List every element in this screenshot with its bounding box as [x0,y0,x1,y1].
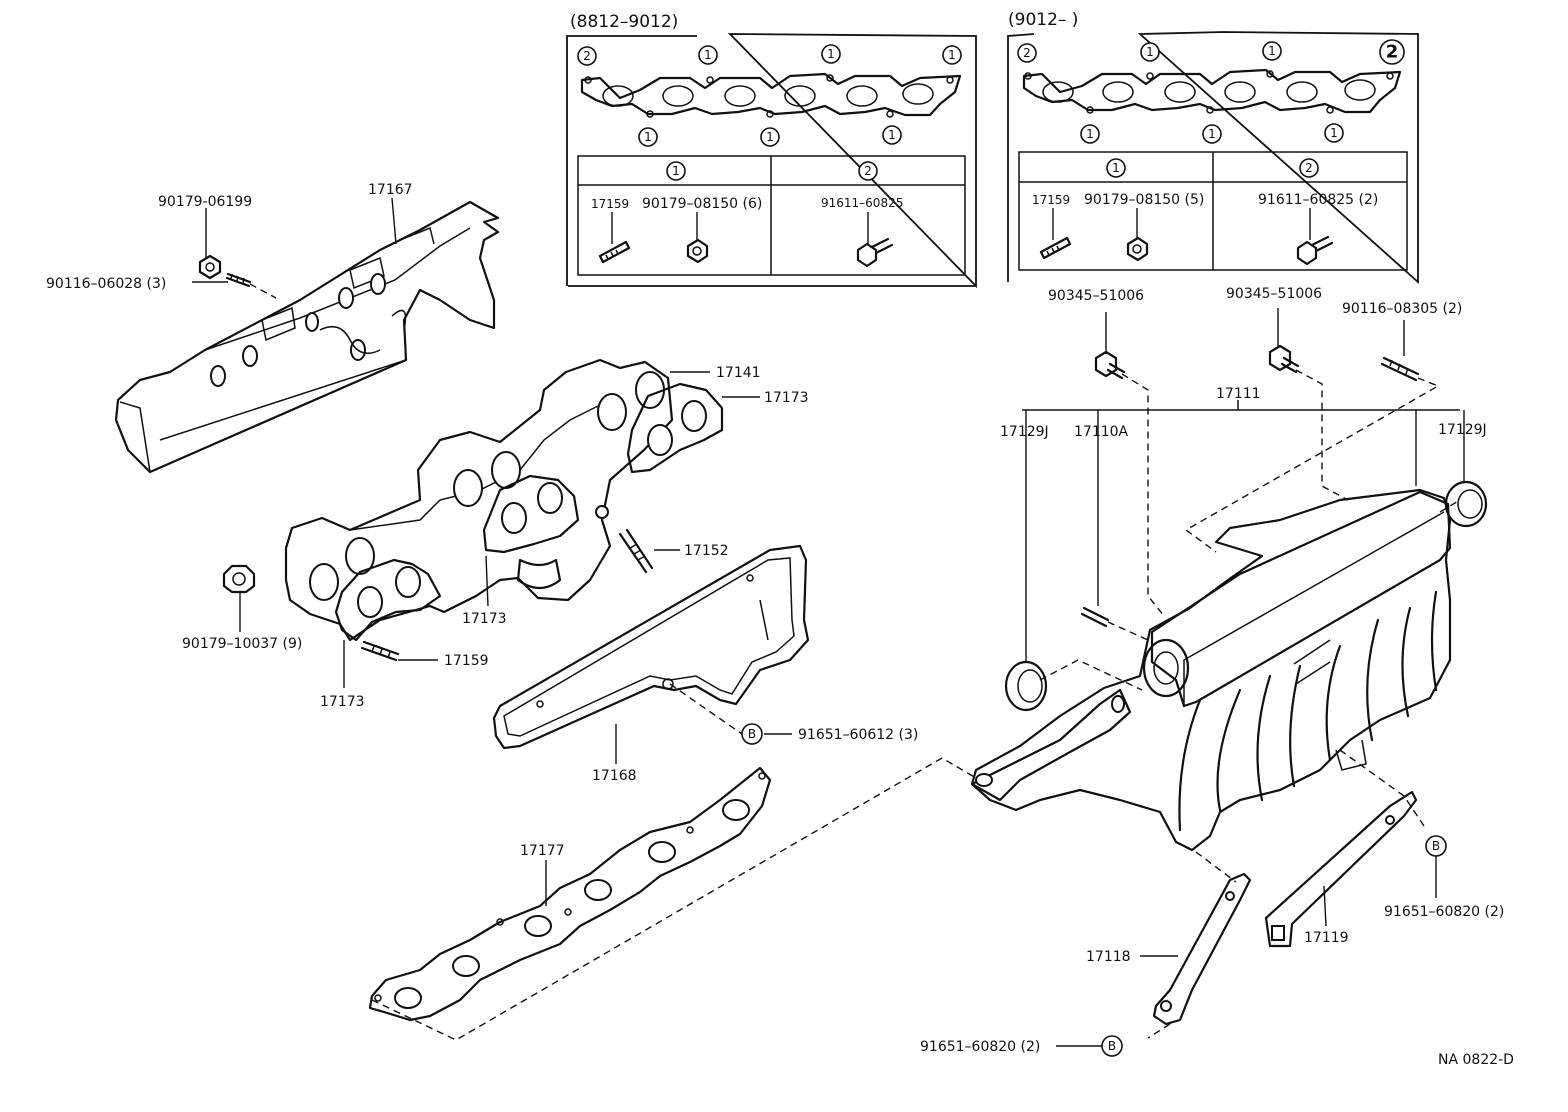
inset-early-cell-2-marker: 2 [864,164,872,178]
bolt-icon [1296,235,1334,266]
label-90345-51006-left: 90345–51006 [1048,288,1144,304]
inset-early-part-bolt: 91611–60825 [821,196,903,210]
label-90116-06028: 90116–06028 (3) [46,276,166,292]
svg-text:1: 1 [1146,45,1154,59]
label-90179-06199: 90179-06199 [158,194,252,210]
label-17168: 17168 [592,768,637,784]
stud-icon [1380,356,1420,382]
label-17110A: 17110A [1074,424,1129,440]
svg-text:1: 1 [704,48,712,62]
label-17173-top: 17173 [764,390,809,406]
svg-text:1: 1 [1086,127,1094,141]
label-17167: 17167 [368,182,413,198]
svg-text:1: 1 [827,47,835,61]
label-17119: 17119 [1304,930,1349,946]
label-91651-60820-bottom: 91651–60820 (2) [920,1039,1040,1055]
nut-icon [198,254,222,280]
ref-marker-b: B [1432,839,1440,853]
svg-text:1: 1 [644,130,652,144]
svg-text:1: 1 [948,48,956,62]
inset-early-part-nut: 90179–08150 (6) [642,196,762,212]
intake-manifold [970,488,1452,852]
label-91651-60612: 91651–60612 (3) [798,727,918,743]
manifold-gasket [334,558,442,642]
bolt-icon [225,272,252,288]
label-17118: 17118 [1086,949,1131,965]
svg-text:1: 1 [1208,127,1216,141]
inset-late-part-nut: 90179–08150 (5) [1084,192,1204,208]
exhaust-manifold [284,358,674,642]
inset-late-gasket [1022,68,1402,114]
nut-icon [1126,236,1149,262]
manifold-gasket [482,474,580,554]
label-17152: 17152 [684,543,729,559]
stud-icon [618,528,654,574]
inset-early-part-17159: 17159 [591,197,629,211]
label-91651-60820-right: 91651–60820 (2) [1384,904,1504,920]
inset-early-header: (8812–9012) [570,12,678,32]
svg-text:1: 1 [766,130,774,144]
label-17129J-left: 17129J [1000,424,1049,440]
stud-icon [360,640,400,662]
bolt-icon [1094,350,1126,380]
inset-early-cell-1-marker: 1 [672,164,680,178]
inset-late-cell-2-marker: 2 [1305,161,1313,175]
label-90116-08305: 90116–08305 (2) [1342,301,1462,317]
reference-code: NA 0822-D [1438,1052,1514,1068]
label-17111: 17111 [1216,386,1261,402]
stud-icon [1080,606,1110,628]
label-90179-10037: 90179–10037 (9) [182,636,302,652]
label-17129J-right: 17129J [1438,422,1487,438]
label-17173-bottom: 17173 [320,694,365,710]
inset-box-early: (8812–9012) 2 1 1 1 1 1 1 1 2 17159 901 [566,12,977,289]
inset-early-gasket [580,72,962,118]
label-17173-mid: 17173 [462,611,507,627]
svg-text:2: 2 [1023,46,1031,60]
label-17141: 17141 [716,365,761,381]
exhaust-port-gasket [368,766,772,1022]
stay-bracket [1264,790,1418,948]
label-17177: 17177 [520,843,565,859]
inset-box-late: (9012– ) 2 1 1 2 1 1 1 1 2 17159 90179–0… [1007,10,1419,285]
svg-text:1: 1 [1330,126,1338,140]
bolt-icon [856,237,894,268]
stay-bracket [1152,872,1252,1026]
inset-late-header: (9012– ) [1008,10,1078,30]
inset-late-part-bolt: 91611–60825 (2) [1258,192,1378,208]
inset-late-cell-1-marker: 1 [1112,161,1120,175]
heat-shield [114,200,500,474]
label-90345-51006-right: 90345–51006 [1226,286,1322,302]
svg-text:2: 2 [583,49,591,63]
nut-icon [222,564,256,594]
inset-late-part-17159: 17159 [1032,193,1070,207]
svg-text:1: 1 [1268,44,1276,58]
ref-marker-b: B [1108,1039,1116,1053]
bolt-icon [1268,344,1300,374]
stud-icon [598,240,631,264]
manifold-gasket [626,382,724,474]
nut-icon [686,238,709,264]
o-ring [1444,480,1488,528]
ref-marker-b: B [748,727,756,741]
svg-text:1: 1 [888,128,896,142]
o-ring [1004,660,1048,712]
svg-text:2: 2 [1386,42,1399,63]
label-17159: 17159 [444,653,489,669]
stud-icon [1039,236,1072,260]
manifold-cover [492,544,810,750]
